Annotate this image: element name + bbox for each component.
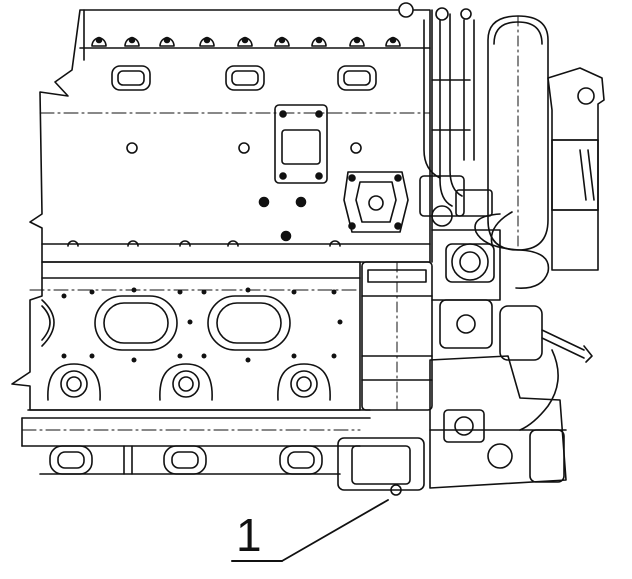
flange-plate — [275, 105, 327, 183]
callout-leader-1 — [232, 500, 388, 561]
crankcase-bolts — [61, 287, 343, 363]
cylindrical-filter — [362, 262, 432, 410]
valve-block — [344, 172, 408, 232]
crankcase — [12, 262, 370, 474]
head-bolts-row — [92, 38, 400, 47]
callout-label-1: 1 — [236, 509, 262, 561]
accessory-piping — [338, 3, 604, 495]
upper-cylinder-block — [30, 10, 430, 262]
inspection-covers — [112, 66, 376, 90]
crankcase-bosses — [48, 364, 330, 400]
